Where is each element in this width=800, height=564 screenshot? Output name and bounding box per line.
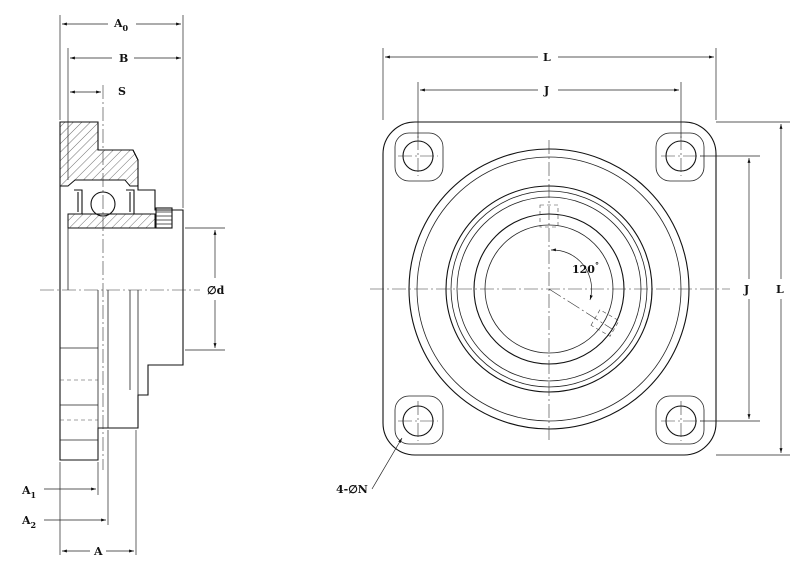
set-screw-thread	[156, 211, 172, 225]
dim-label-s: S	[118, 85, 126, 98]
dim-label-j-right: J	[743, 283, 749, 296]
dim-label-b: B	[119, 52, 128, 65]
section-hatch-flange	[59, 121, 139, 187]
corner-boss-tr	[655, 132, 705, 182]
dim-label-d: ∅d	[207, 284, 225, 297]
dim-label-j-top: J	[543, 84, 549, 97]
dim-label-a1: A1	[21, 484, 36, 500]
corner-boss-br	[655, 395, 705, 445]
hidden-bore-lines	[60, 379, 98, 421]
seal-left	[74, 189, 83, 215]
dim-label-a: A	[93, 545, 103, 558]
angle-label: 120°	[572, 260, 599, 276]
dim-label-holes: 4-∅N	[336, 483, 368, 496]
side-view: A0 B S ∅d A1 A2 A	[21, 15, 225, 558]
angle-ray	[548, 288, 613, 330]
set-screw-top	[539, 204, 559, 228]
corner-boss-bl	[394, 395, 444, 445]
dim-label-a2: A2	[21, 514, 36, 530]
flange-lower-lines	[60, 228, 139, 460]
angle-arc	[550, 248, 593, 301]
hole-leader	[371, 437, 403, 490]
seal-right	[126, 189, 135, 215]
set-screw-angled	[590, 309, 620, 337]
corner-boss-tl	[394, 132, 444, 182]
flange-square	[382, 121, 717, 456]
dim-label-l-top: L	[543, 51, 551, 64]
front-view: 120° L J J L 4-∅N	[336, 48, 790, 496]
dim-label-l-right: L	[776, 283, 784, 296]
set-screw	[155, 207, 173, 229]
dim-label-a0: A0	[113, 17, 129, 33]
section-hatch-ring	[67, 213, 156, 229]
hole-crosshairs	[398, 136, 701, 441]
